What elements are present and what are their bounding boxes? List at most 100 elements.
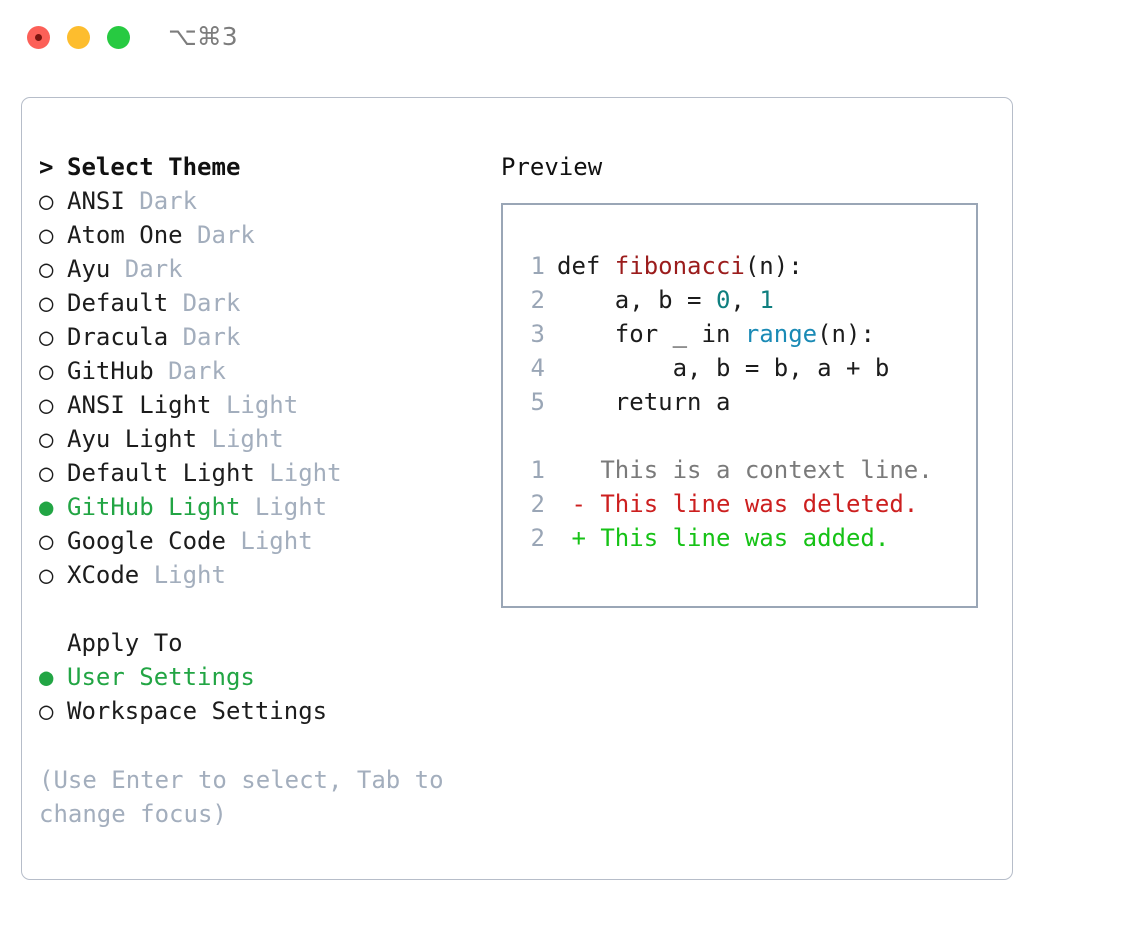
theme-option-name: Google Code — [67, 527, 226, 555]
radio-unselected-icon[interactable]: ○ — [39, 357, 54, 385]
theme-option-name: ANSI Light — [67, 391, 212, 419]
apply-to-option-label: Workspace Settings — [67, 697, 328, 725]
radio-unselected-icon[interactable]: ○ — [39, 527, 54, 555]
theme-list: ○ ANSI Dark ○ Atom One Dark ○ Ayu Dark ○ Defaul… — [39, 184, 494, 592]
theme-option-variant: Light — [211, 391, 299, 419]
diff-line-text: - This line was deleted. — [557, 490, 919, 518]
theme-option-variant: Dark — [153, 357, 226, 385]
code-line: 4 a, b = b, a + b — [525, 351, 890, 385]
radio-unselected-icon[interactable]: ○ — [39, 697, 54, 725]
theme-option[interactable]: ○ Google Code Light — [39, 524, 494, 558]
list-spacer — [39, 592, 494, 626]
line-number: 3 — [530, 320, 545, 348]
theme-option-variant: Dark — [182, 221, 255, 249]
code-line: 1 def fibonacci(n): — [525, 249, 889, 283]
apply-to-heading-label: Apply To — [67, 629, 183, 657]
theme-option-variant: Dark — [124, 187, 198, 215]
theme-option-name: Default — [67, 289, 169, 317]
theme-option[interactable]: ○Default Dark — [39, 286, 494, 320]
code-token: range — [744, 320, 818, 348]
theme-option-name: GitHub Light — [67, 493, 241, 521]
radio-selected-icon[interactable]: ● — [39, 493, 54, 521]
keyboard-shortcut-label: ⌥⌘3 — [168, 22, 238, 51]
theme-option[interactable]: ○ ANSI Dark — [39, 184, 494, 218]
theme-option[interactable]: ○ Atom One Dark — [39, 218, 494, 252]
diff-line-text: + This line was added. — [557, 524, 890, 552]
apply-to-option[interactable]: ● User Settings — [39, 660, 494, 694]
line-number: 4 — [530, 354, 545, 382]
code-line: 5 return a — [525, 385, 889, 419]
radio-unselected-icon[interactable]: ○ — [39, 323, 54, 351]
radio-unselected-icon[interactable]: ○ — [39, 561, 54, 589]
close-button[interactable] — [27, 26, 50, 49]
line-number: 5 — [530, 388, 545, 416]
code-line: 3 for _ in range(n): — [525, 317, 889, 351]
code-token: return a — [557, 388, 731, 416]
apply-to-heading: Apply To — [39, 626, 494, 660]
theme-option-variant: Light — [240, 493, 328, 521]
theme-option[interactable]: ○ Default Light Light — [39, 456, 494, 490]
line-number: 2 — [530, 286, 545, 314]
radio-unselected-icon[interactable]: ○ — [39, 255, 54, 283]
code-token: for _ in — [557, 320, 745, 348]
theme-option[interactable]: ○Ayu Light Light — [39, 422, 494, 456]
apply-to-option-label: User Settings — [67, 663, 255, 691]
diff-line-number: 2 — [530, 490, 545, 518]
code-token: 0 — [715, 286, 731, 314]
title-bar: ⌥⌘3 — [0, 0, 1140, 78]
window-controls — [27, 26, 130, 49]
theme-option[interactable]: ● GitHub Light Light — [39, 490, 494, 524]
theme-option-name: GitHub — [67, 357, 154, 385]
theme-option[interactable]: ○ Ayu Dark — [39, 252, 494, 286]
theme-option-name: ANSI — [67, 187, 125, 215]
theme-option-variant: Light — [139, 561, 226, 589]
code-token: def — [557, 252, 615, 280]
radio-selected-icon[interactable]: ● — [39, 663, 54, 691]
diff-line-text: This is a context line. — [557, 456, 933, 484]
preview-heading: Preview — [501, 153, 603, 181]
code-token: 1 — [759, 286, 774, 314]
code-token: (n): — [817, 320, 875, 348]
select-theme-heading-label: Select Theme — [67, 153, 241, 181]
code-token: (n): — [744, 252, 803, 280]
code-token: , — [730, 286, 760, 314]
diff-line: 2 + This line was added. — [525, 521, 933, 555]
diff-line-number: 2 — [530, 524, 545, 552]
minimize-button[interactable] — [67, 26, 90, 49]
theme-option[interactable]: ○ GitHub Dark — [39, 354, 494, 388]
diff-line: 2 - This line was deleted. — [525, 487, 933, 521]
radio-unselected-icon[interactable]: ○ — [39, 391, 54, 419]
prompt-caret: > — [39, 153, 54, 181]
theme-option-name: XCode — [67, 561, 140, 589]
line-number: 1 — [530, 252, 545, 280]
maximize-button[interactable] — [107, 26, 130, 49]
apply-to-option[interactable]: ○ Workspace Settings — [39, 694, 494, 728]
radio-unselected-icon[interactable]: ○ — [39, 187, 54, 215]
theme-option-variant: Dark — [110, 255, 183, 283]
radio-unselected-icon[interactable]: ○ — [39, 459, 54, 487]
theme-option[interactable]: ○Dracula Dark — [39, 320, 494, 354]
radio-unselected-icon[interactable]: ○ — [39, 221, 54, 249]
code-token: a, b = — [557, 286, 716, 314]
theme-option-name: Default Light — [67, 459, 255, 487]
theme-option-variant: Light — [225, 527, 313, 555]
apply-to-list: ● User Settings ○ Workspace Settings — [39, 660, 494, 728]
theme-option-name: Dracula — [67, 323, 169, 351]
theme-option[interactable]: ○ ANSI Light Light — [39, 388, 494, 422]
radio-unselected-icon[interactable]: ○ — [39, 289, 54, 317]
theme-option-name: Ayu — [67, 255, 111, 283]
code-token: a, b = b, a + b — [557, 354, 890, 382]
diff-line: 1 This is a context line. — [525, 453, 933, 487]
theme-option[interactable]: ○ XCode Light — [39, 558, 494, 592]
keyboard-hint: (Use Enter to select, Tab to change focu… — [39, 766, 444, 828]
code-token: fibonacci — [614, 252, 745, 280]
theme-option-variant: Light — [254, 459, 342, 487]
theme-option-name: Atom One — [67, 221, 183, 249]
radio-unselected-icon[interactable]: ○ — [39, 425, 54, 453]
preview-column: Preview — [501, 150, 602, 184]
theme-option-variant: Light — [197, 425, 284, 453]
main-panel: >Select Theme ○ANSI Dark○Atom One Dark○A… — [21, 97, 1013, 880]
diff-line-number: 1 — [530, 456, 545, 484]
